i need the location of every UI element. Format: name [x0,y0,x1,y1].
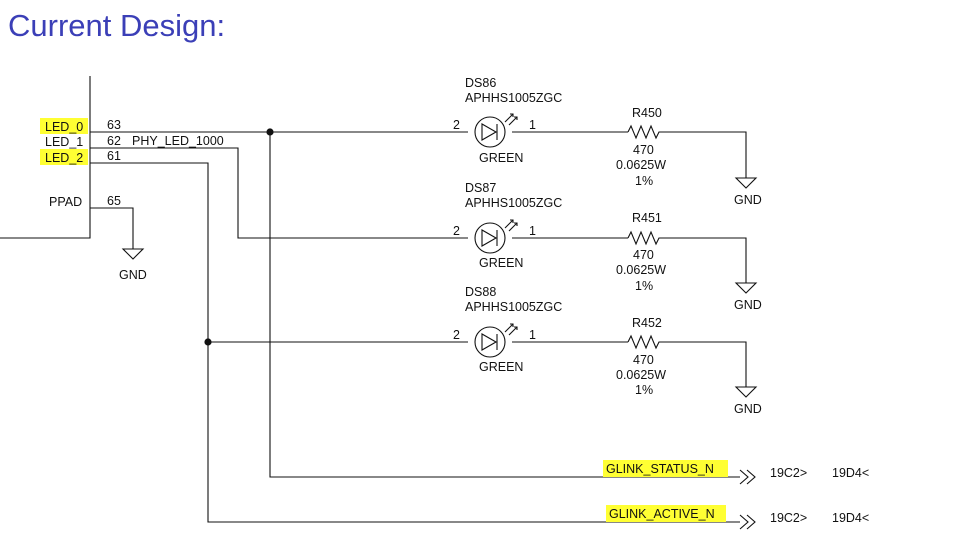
page-title: Current Design: [8,8,226,43]
net-highlight [606,505,726,522]
gnd-label: GND [734,193,762,207]
led-diode-icon [474,116,506,148]
pin-led2-label: LED_2 [45,151,83,165]
led-part-number: APHHS1005ZGC [465,300,562,314]
led-ds87: DS87 APHHS1005ZGC 2 1 GREEN [453,181,562,270]
ic-body [0,76,91,239]
offpage-net-label: GLINK_ACTIVE_N [609,507,715,521]
resistor-zigzag-icon [627,230,662,246]
led-part-number: APHHS1005ZGC [465,91,562,105]
resistor-ref: R450 [632,106,662,120]
pin-led0-label: LED_0 [45,120,83,134]
pin-61-number: 61 [107,149,121,163]
resistor-r451: R451 470 0.0625W 1% [616,211,666,293]
led2-highlight [40,149,88,165]
led-ds88: DS88 APHHS1005ZGC 2 1 GREEN [453,285,562,374]
led0-highlight [40,118,88,134]
resistor-zigzag-icon [627,334,662,350]
offpage-glink-active-n: GLINK_ACTIVE_N 19C2> 19D4< [606,505,869,530]
led-pin-anode: 2 [453,224,460,238]
offpage-arrow-icon [739,469,756,485]
resistor-ref: R452 [632,316,662,330]
led-diode-icon [474,326,506,358]
gnd-symbol: GND [734,282,762,312]
led-ref: DS88 [465,285,496,299]
pin-ppad-label: PPAD [49,195,82,209]
led-ref: DS87 [465,181,496,195]
pin-63-number: 63 [107,118,121,132]
offpage-glink-status-n: GLINK_STATUS_N 19C2> 19D4< [603,460,869,485]
resistor-zigzag-icon [627,124,662,140]
resistor-tolerance: 1% [635,383,653,397]
led-pin-anode: 2 [453,118,460,132]
resistor-value: 470 [633,248,654,262]
led-color: GREEN [479,151,523,165]
offpage-ref: 19C2> [770,466,807,480]
net-label-phy-led-1000: PHY_LED_1000 [132,134,224,148]
offpage-ref: 19D4< [832,466,869,480]
resistor-power: 0.0625W [616,368,666,382]
resistor-value: 470 [633,353,654,367]
wires [90,131,747,523]
pin-65-number: 65 [107,194,121,208]
led-pin-anode: 2 [453,328,460,342]
led-diode-icon [474,222,506,254]
pin-led1-label: LED_1 [45,135,83,149]
resistor-ref: R451 [632,211,662,225]
resistor-r450: R450 470 0.0625W 1% [616,106,666,188]
net-highlight [603,460,728,477]
gnd-symbol: GND [734,177,762,207]
gnd-label: GND [119,268,147,282]
gnd-symbol: GND [734,386,762,416]
led-pin-cathode: 1 [529,118,536,132]
resistor-power: 0.0625W [616,158,666,172]
junction-dot [204,338,212,346]
offpage-net-label: GLINK_STATUS_N [606,462,714,476]
offpage-ref: 19C2> [770,511,807,525]
led-ref: DS86 [465,76,496,90]
junction-dot [266,128,274,136]
resistor-power: 0.0625W [616,263,666,277]
led-color: GREEN [479,360,523,374]
led-pin-cathode: 1 [529,224,536,238]
led-part-number: APHHS1005ZGC [465,196,562,210]
gnd-label: GND [734,402,762,416]
gnd-label: GND [734,298,762,312]
offpage-arrow-icon [739,514,756,530]
resistor-tolerance: 1% [635,174,653,188]
led-ds86: DS86 APHHS1005ZGC 2 1 GREEN [453,76,562,165]
led-pin-cathode: 1 [529,328,536,342]
led-color: GREEN [479,256,523,270]
resistor-value: 470 [633,143,654,157]
offpage-ref: 19D4< [832,511,869,525]
resistor-tolerance: 1% [635,279,653,293]
gnd-symbol: GND [119,248,147,282]
resistor-r452: R452 470 0.0625W 1% [616,316,666,397]
pin-62-number: 62 [107,134,121,148]
